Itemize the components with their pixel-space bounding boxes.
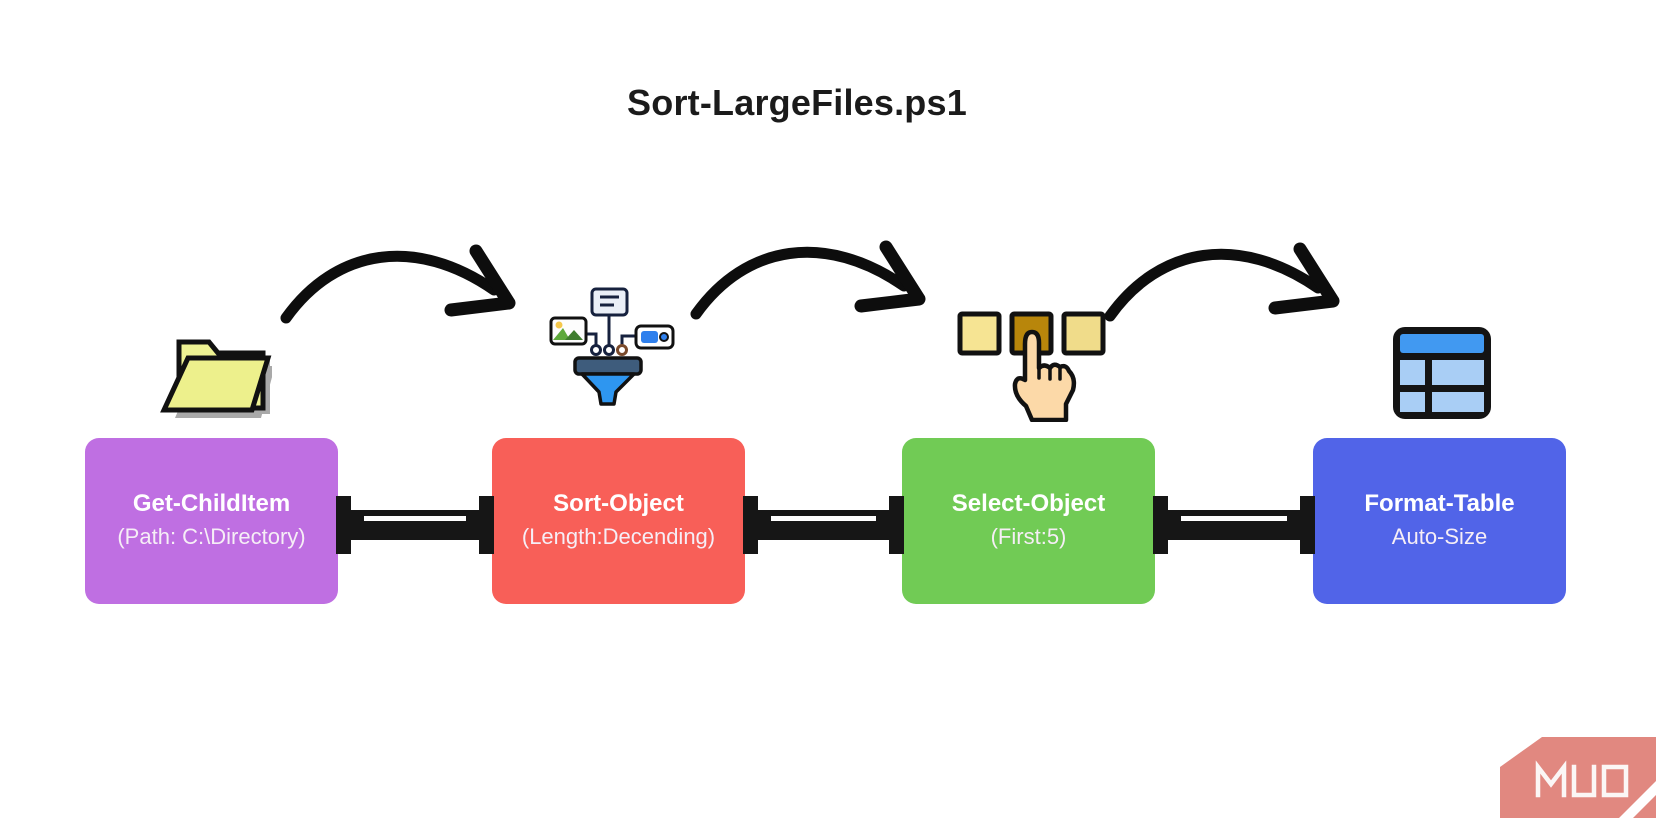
page-title: Sort-LargeFiles.ps1 xyxy=(627,82,967,123)
step-command: Sort-Object xyxy=(553,490,684,518)
pipeline-step-box: Select-Object (First:5) xyxy=(902,438,1155,604)
pipeline-step-box: Format-Table Auto-Size xyxy=(1313,438,1566,604)
step-command: Select-Object xyxy=(951,490,1106,518)
flow-arrow-icon xyxy=(1104,242,1340,322)
pipeline-step-box: Sort-Object (Length:Decending) xyxy=(492,438,745,604)
step-parameter: (Path: C:\Directory) xyxy=(117,524,306,550)
table-icon xyxy=(1393,327,1491,419)
step-parameter: Auto-Size xyxy=(1391,524,1488,550)
select-hand-icon xyxy=(957,311,1106,422)
folder-icon xyxy=(160,339,272,418)
pipe-connector xyxy=(743,496,904,554)
pipe-connector xyxy=(1153,496,1315,554)
muo-logo xyxy=(1500,737,1656,818)
flow-arrow-icon xyxy=(690,240,926,320)
step-command: Get-ChildItem xyxy=(132,490,291,518)
pipe-connector xyxy=(336,496,494,554)
muo-logo-text xyxy=(1535,760,1629,798)
flow-arrow-icon xyxy=(280,244,516,324)
step-command: Format-Table xyxy=(1364,490,1515,518)
funnel-sort-icon xyxy=(549,287,675,406)
pipeline-step-box: Get-ChildItem (Path: C:\Directory) xyxy=(85,438,338,604)
step-parameter: (Length:Decending) xyxy=(521,524,716,550)
step-parameter: (First:5) xyxy=(990,524,1067,550)
